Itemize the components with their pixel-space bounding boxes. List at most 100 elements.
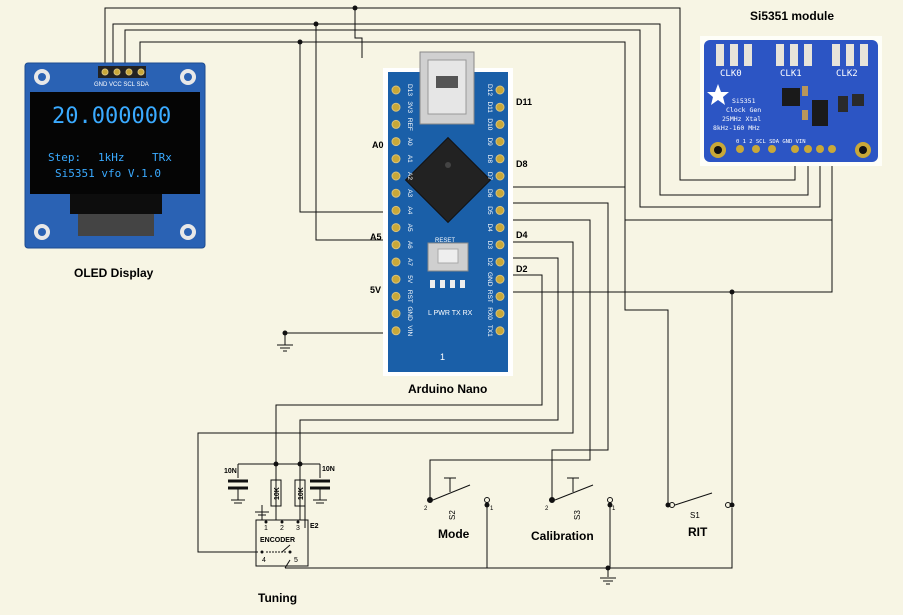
arduino-left-pin [391,240,401,250]
encoder-cap-left-label: 10N [224,468,237,475]
arduino-left-pin-label: VIN [406,325,413,336]
switch-mode: S2 2 1 [424,477,494,520]
wire-vcc-oled [112,23,809,196]
oled-mode-text: TRx [152,151,172,164]
encoder-pin2: 2 [280,525,284,532]
arduino-right-pin [495,274,505,284]
wire-d6 [510,202,609,500]
wire-d4 [197,241,574,553]
junction-dots [273,5,735,571]
switch-cal-ref: S3 [573,510,582,520]
arduino-reset-label: RESET [435,238,455,244]
arduino-left-pin [391,154,401,164]
arduino-left-pin [391,137,401,147]
arduino-left-pin [391,171,401,181]
si5351-chip-line2: Clock Gen [726,106,761,114]
encoder-pin3: 3 [296,525,300,532]
arduino-left-pin-label: D13 [406,84,413,96]
wire-gnd-bottom [285,508,733,569]
switch-cal-pin2: 2 [545,506,549,512]
arduino-left-pin-label: A0 [406,138,413,146]
arduino-right-pin-label: D7 [486,172,493,181]
arduino-left-pin-label: A4 [406,206,413,214]
arduino-right-pin [495,291,505,301]
wire-top-to-nano [354,8,363,58]
arduino-left-pin [391,85,401,95]
arduino-right-pin [495,257,505,267]
switch-rit-ref: S1 [690,511,700,520]
arduino-left-pin [391,188,401,198]
arduino-led-labels: L PWR TX RX [428,310,473,317]
switch-rit: S1 [669,492,731,520]
arduino-right-pin-label: D12 [486,84,493,96]
si5351-module: CLK0 CLK1 CLK2 Si5351 Clock Gen 25MHz Xt… [700,36,882,166]
arduino-right-pin-label: D6 [486,189,493,198]
si5351-caption: Si5351 module [750,9,834,23]
arduino-label-a5: A5 [370,232,382,242]
switch-mode-ref: S2 [448,510,457,520]
wire-a4 [299,42,390,213]
si5351-clk1-label: CLK1 [780,69,802,79]
si5351-chip-line3: 25MHz Xtal [722,115,761,123]
switch-cal-pin1: 1 [612,506,616,512]
switch-mode-caption: Mode [438,527,470,541]
wire-5v-rail [510,291,733,505]
arduino-right-pin-label: D4 [486,223,493,232]
arduino-left-pin-label: REF [406,118,413,131]
wire-a5 [315,24,390,241]
arduino-right-pin-label: D9 [486,137,493,146]
wire-enc-5 [284,559,291,569]
arduino-left-pin [391,291,401,301]
encoder-pin5: 5 [294,557,298,564]
encoder-circuit: 10N 10N 10K 10K ENCODER 1 2 3 4 5 E2 [224,464,335,567]
arduino-left-pin [391,205,401,215]
arduino-left-pin [391,223,401,233]
oled-caption: OLED Display [74,266,154,280]
arduino-right-pin [495,205,505,215]
arduino-right-pin-label: D5 [486,206,493,215]
encoder-e2-label: E2 [310,523,319,530]
switch-calibration: S3 2 1 [545,477,616,520]
oled-step-value: 1kHz [98,151,125,164]
arduino-right-pin-label: D8 [486,155,493,164]
arduino-right-pin-label: D2 [486,258,493,267]
arduino-right-pin [495,119,505,129]
arduino-right-pin [495,171,505,181]
arduino-right-pin [495,102,505,112]
arduino-pin1-marker: 1 [440,352,445,362]
encoder-res-right-label: 10K [298,487,305,500]
arduino-left-pin [391,257,401,267]
arduino-label-d4: D4 [516,230,528,240]
oled-version-text: Si5351 vfo V.1.0 [55,167,161,180]
arduino-right-pin [495,137,505,147]
wire-gnd-top [104,7,796,181]
arduino-right-pin-label: D10 [486,118,493,130]
si5351-clk2-label: CLK2 [836,69,858,79]
arduino-right-pin [495,223,505,233]
arduino-right-pin-label: D11 [486,101,493,113]
encoder-pin4: 4 [262,557,266,564]
arduino-left-pin-label: RST [406,290,413,303]
wire-sda-oled [139,41,833,221]
arduino-label-d11: D11 [516,97,532,107]
arduino-right-pin [495,309,505,319]
arduino-left-pin-label: A6 [406,241,413,249]
ground-symbol-bottom [600,577,616,585]
arduino-right-pin-label: TX1 [486,325,493,337]
switch-calibration-caption: Calibration [531,529,594,543]
arduino-left-pin-label: GND [406,306,413,321]
arduino-left-pin [391,326,401,336]
encoder-cap-right-label: 10N [322,466,335,473]
si5351-clk0-label: CLK0 [720,69,742,79]
arduino-left-pin-label: A5 [406,224,413,232]
si5351-chip-line4: 8kHz-160 MHz [713,124,760,132]
wire-scl-oled [124,29,821,208]
arduino-left-pin-label: A2 [406,172,413,180]
arduino-right-pin-label: RST [486,290,493,303]
arduino-left-pin-label: 3V3 [406,101,413,113]
arduino-label-d8: D8 [516,159,528,169]
star-logo-icon [707,84,729,105]
arduino-left-pin-label: 5V [406,275,413,284]
